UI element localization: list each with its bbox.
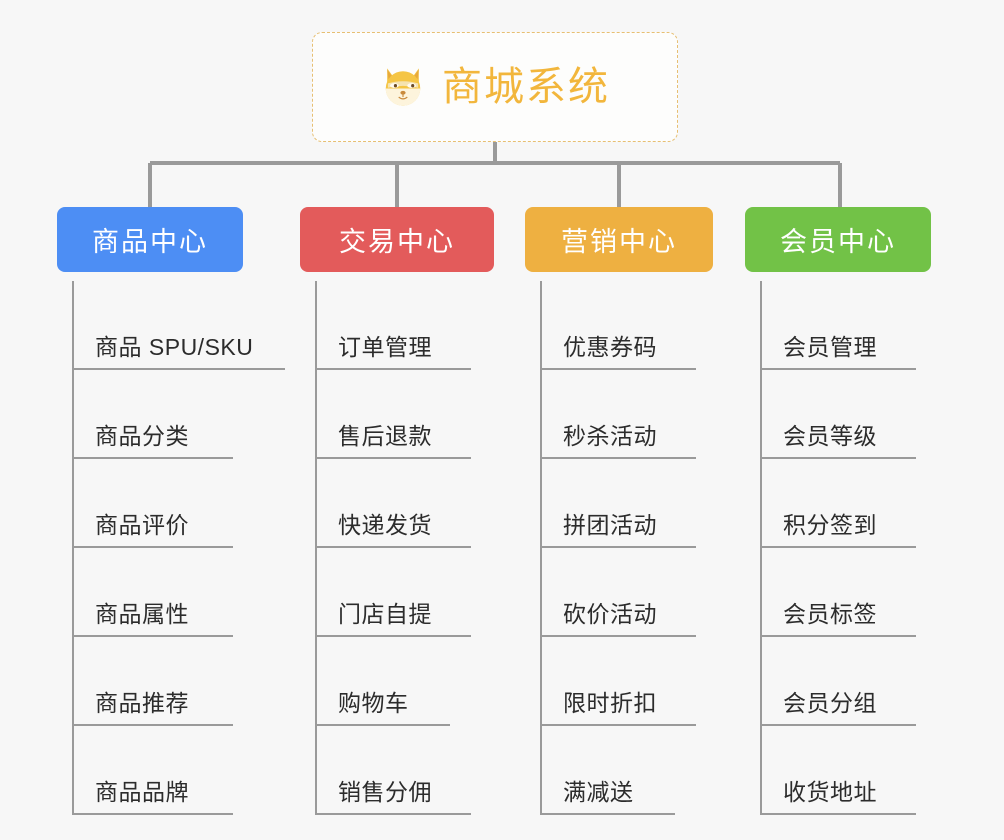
root-title: 商城系统 (442, 65, 610, 109)
leaf-item[interactable]: 限时折扣 (541, 637, 696, 726)
leaf-item[interactable]: 订单管理 (316, 281, 471, 370)
leaf-label: 收货地址 (783, 779, 877, 805)
leaf-list-trade: 订单管理 售后退款 快递发货 门店自提 购物车 销售分佣 (300, 281, 520, 815)
leaf-item[interactable]: 砍价活动 (541, 548, 696, 637)
leaf-label: 商品分类 (95, 423, 189, 449)
leaf-spine (760, 281, 762, 815)
leaf-spine (315, 281, 317, 815)
branch-label: 会员中心 (780, 227, 896, 257)
leaf-label: 拼团活动 (563, 512, 657, 538)
leaf-label: 快递发货 (338, 512, 432, 538)
branch-header-product[interactable]: 商品中心 (57, 207, 243, 272)
branch-label: 营销中心 (561, 227, 677, 257)
leaf-item[interactable]: 积分签到 (761, 459, 916, 548)
branch-trade: 交易中心 订单管理 售后退款 快递发货 门店自提 购物车 销售分佣 (300, 207, 520, 815)
leaf-item[interactable]: 商品属性 (73, 548, 233, 637)
leaf-label: 商品品牌 (95, 779, 189, 805)
leaf-label: 商品属性 (95, 601, 189, 627)
leaf-item[interactable]: 门店自提 (316, 548, 471, 637)
leaf-item[interactable]: 拼团活动 (541, 459, 696, 548)
leaf-item[interactable]: 满减送 (541, 726, 675, 815)
leaf-item[interactable]: 会员等级 (761, 370, 916, 459)
branch-label: 交易中心 (339, 227, 455, 257)
leaf-label: 售后退款 (338, 423, 432, 449)
leaf-item[interactable]: 商品推荐 (73, 637, 233, 726)
leaf-item[interactable]: 会员标签 (761, 548, 916, 637)
leaf-label: 会员管理 (783, 334, 877, 360)
branch-product: 商品中心 商品 SPU/SKU 商品分类 商品评价 商品属性 商品推荐 商品品牌 (57, 207, 301, 815)
leaf-item[interactable]: 快递发货 (316, 459, 471, 548)
leaf-label: 订单管理 (338, 334, 432, 360)
leaf-label: 商品评价 (95, 512, 189, 538)
leaf-item[interactable]: 商品品牌 (73, 726, 233, 815)
leaf-label: 优惠券码 (563, 334, 657, 360)
branch-header-trade[interactable]: 交易中心 (300, 207, 494, 272)
branch-label: 商品中心 (92, 227, 208, 257)
leaf-item[interactable]: 会员分组 (761, 637, 916, 726)
leaf-label: 会员标签 (783, 601, 877, 627)
leaf-label: 商品 SPU/SKU (95, 334, 254, 360)
leaf-label: 积分签到 (783, 512, 877, 538)
leaf-item[interactable]: 商品 SPU/SKU (73, 281, 285, 370)
leaf-label: 销售分佣 (338, 779, 432, 805)
leaf-item[interactable]: 销售分佣 (316, 726, 471, 815)
leaf-label: 砍价活动 (563, 601, 657, 627)
leaf-label: 会员等级 (783, 423, 877, 449)
leaf-item[interactable]: 会员管理 (761, 281, 916, 370)
leaf-label: 限时折扣 (563, 690, 657, 716)
leaf-label: 购物车 (338, 690, 409, 716)
branch-member: 会员中心 会员管理 会员等级 积分签到 会员标签 会员分组 收货地址 (745, 207, 945, 815)
leaf-item[interactable]: 商品评价 (73, 459, 233, 548)
leaf-label: 秒杀活动 (563, 423, 657, 449)
leaf-list-market: 优惠券码 秒杀活动 拼团活动 砍价活动 限时折扣 满减送 (525, 281, 735, 815)
leaf-item[interactable]: 售后退款 (316, 370, 471, 459)
leaf-spine (72, 281, 74, 815)
leaf-label: 门店自提 (338, 601, 432, 627)
leaf-spine (540, 281, 542, 815)
leaf-list-member: 会员管理 会员等级 积分签到 会员标签 会员分组 收货地址 (745, 281, 945, 815)
leaf-item[interactable]: 购物车 (316, 637, 450, 726)
leaf-list-product: 商品 SPU/SKU 商品分类 商品评价 商品属性 商品推荐 商品品牌 (57, 281, 301, 815)
root-node[interactable]: 商城系统 (312, 32, 678, 142)
leaf-label: 商品推荐 (95, 690, 189, 716)
leaf-item[interactable]: 收货地址 (761, 726, 916, 815)
leaf-label: 满减送 (563, 779, 634, 805)
leaf-item[interactable]: 优惠券码 (541, 281, 696, 370)
branch-header-member[interactable]: 会员中心 (745, 207, 931, 272)
shiba-dog-icon (385, 68, 421, 106)
leaf-item[interactable]: 秒杀活动 (541, 370, 696, 459)
branch-market: 营销中心 优惠券码 秒杀活动 拼团活动 砍价活动 限时折扣 满减送 (525, 207, 735, 815)
branch-header-market[interactable]: 营销中心 (525, 207, 713, 272)
leaf-item[interactable]: 商品分类 (73, 370, 233, 459)
leaf-label: 会员分组 (783, 690, 877, 716)
